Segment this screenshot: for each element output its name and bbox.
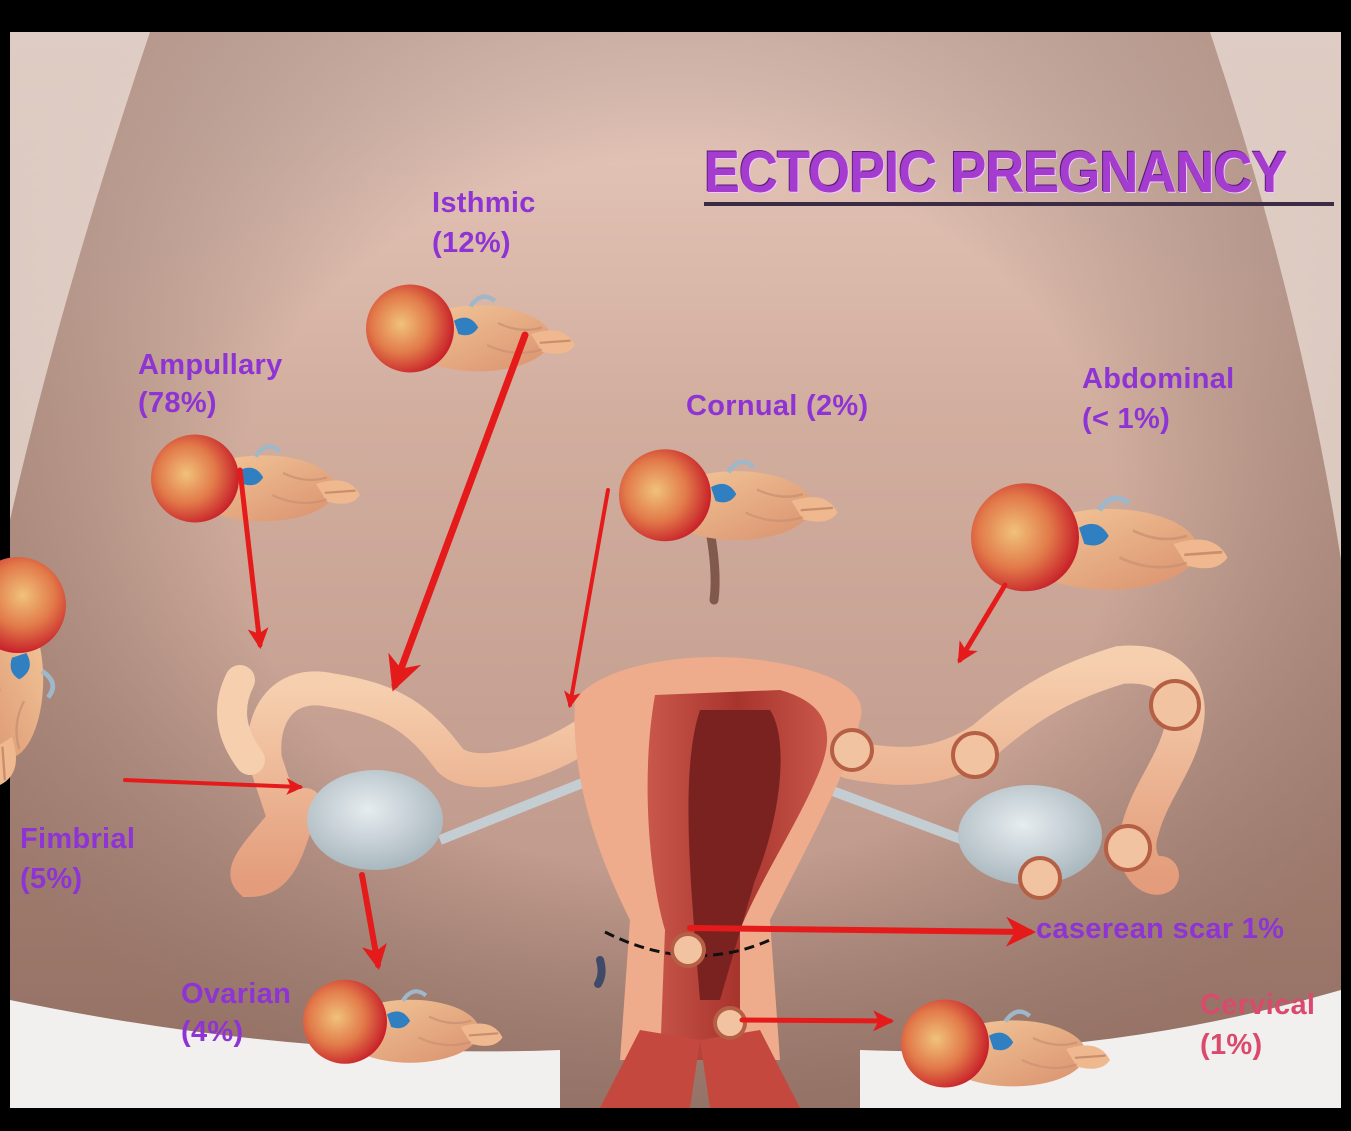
label-ovarian-percent: (4%) (181, 1015, 291, 1049)
diagram-title: ECTOPIC PREGNANCY (704, 138, 1287, 208)
label-ampullary: Ampullary (78%) (138, 348, 283, 420)
label-abdominal-percent: (< 1%) (1082, 402, 1235, 436)
left-ovary (307, 770, 443, 870)
label-isthmic-percent: (12%) (432, 226, 536, 260)
label-fimbrial: Fimbrial (5%) (20, 822, 135, 896)
arrow-cervical (742, 1020, 890, 1021)
label-isthmic-name: Isthmic (432, 186, 536, 220)
label-isthmic: Isthmic (12%) (432, 186, 536, 260)
label-cervical-name: Cervical (1200, 988, 1315, 1022)
label-cervical-percent: (1%) (1200, 1028, 1315, 1062)
label-ampullary-name: Ampullary (138, 348, 283, 382)
label-fimbrial-name: Fimbrial (20, 822, 135, 856)
label-ovarian: Ovarian (4%) (181, 977, 291, 1049)
label-caesarean-scar-name: caserean scar 1% (1036, 912, 1284, 946)
arrow-caesarean (690, 928, 1030, 932)
title-underline (704, 202, 1334, 206)
label-abdominal-name: Abdominal (1082, 362, 1235, 396)
label-cornual-name: Cornual (2%) (686, 389, 868, 423)
label-abdominal: Abdominal (< 1%) (1082, 362, 1235, 436)
label-cervical: Cervical (1%) (1200, 988, 1315, 1062)
label-caesarean-scar: caserean scar 1% (1036, 912, 1284, 946)
label-ampullary-percent: (78%) (138, 386, 283, 420)
label-cornual: Cornual (2%) (686, 389, 868, 423)
label-fimbrial-percent: (5%) (20, 862, 135, 896)
label-ovarian-name: Ovarian (181, 977, 291, 1011)
